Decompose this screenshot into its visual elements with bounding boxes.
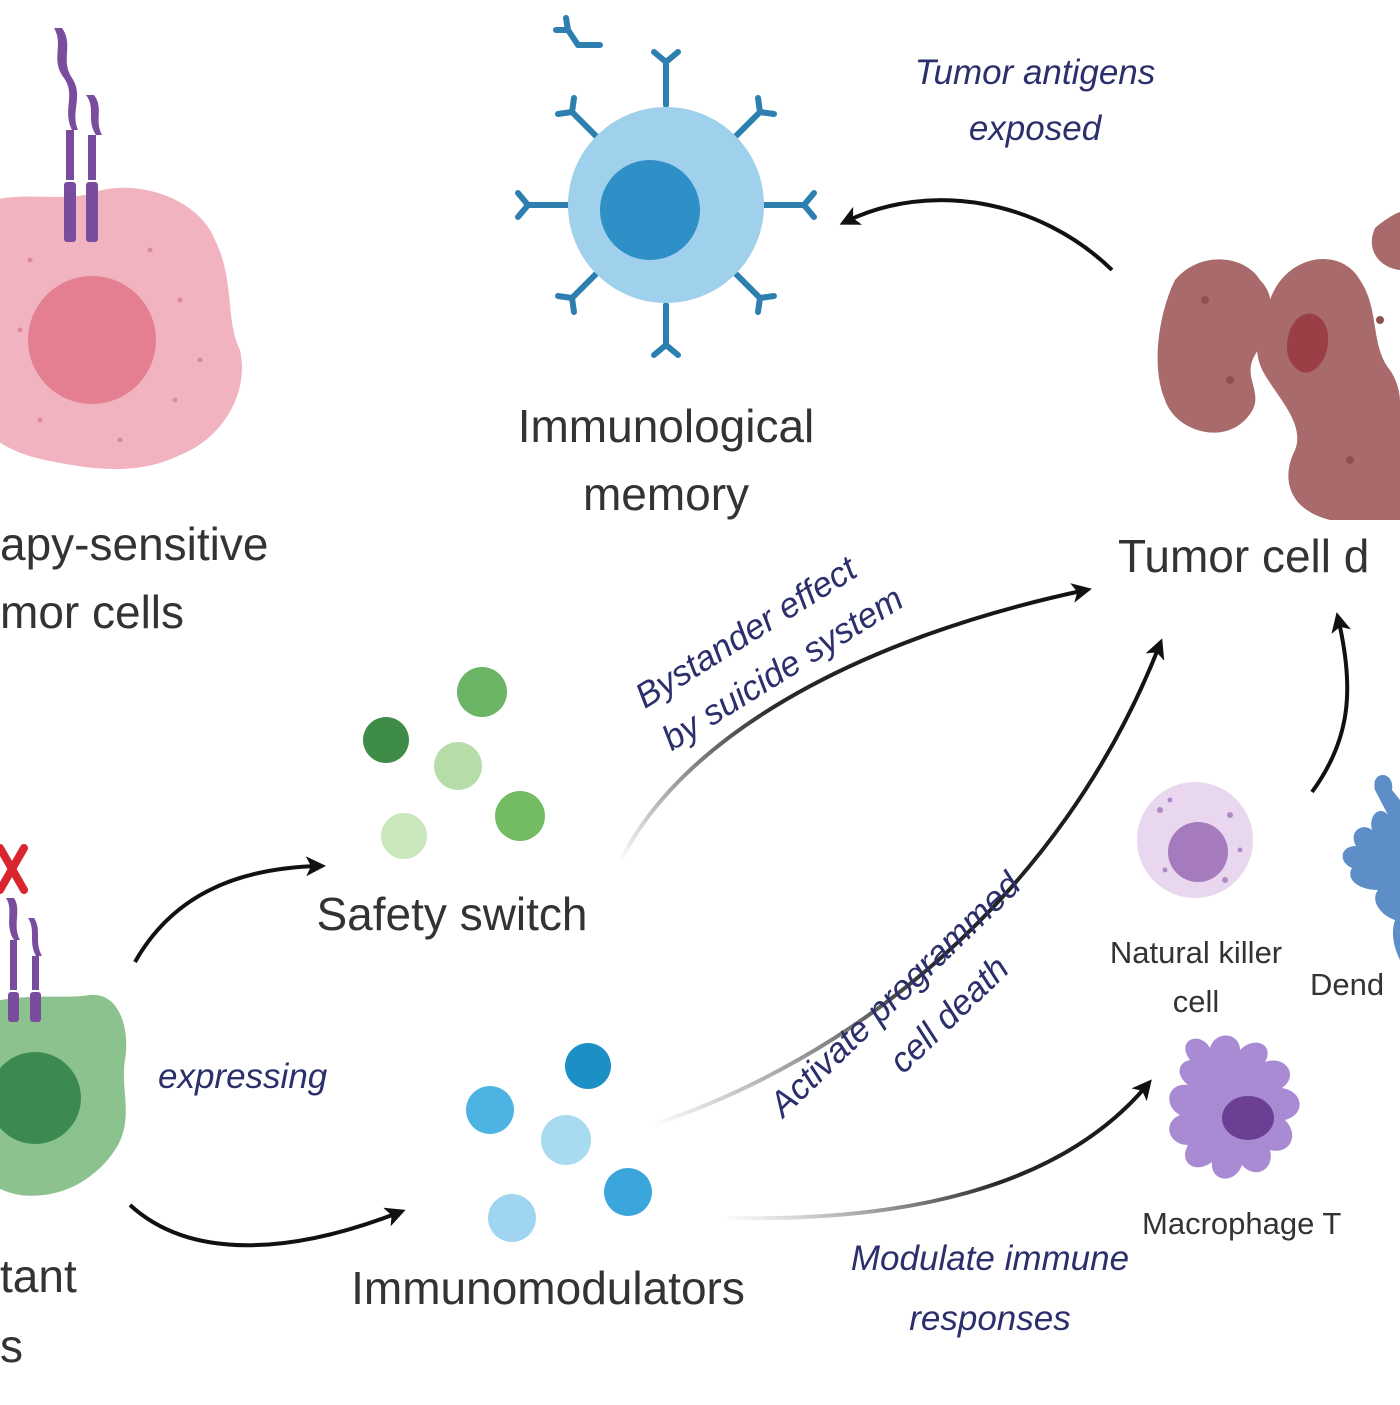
safety-switch-molecules: [363, 667, 545, 859]
receptor-icon: [6, 898, 42, 1022]
arrow-to-safety-switch: [133, 856, 326, 963]
tumor-antigens-label-line1: Tumor antigens: [915, 53, 1156, 92]
sensitive-label-line2: mor cells: [0, 586, 184, 638]
immunomodulator-molecules: [466, 1043, 652, 1242]
arrow-immune-to-tumor: [1310, 612, 1351, 794]
arrow-activate-cell-death: [651, 638, 1165, 1127]
immunomodulators-label: Immunomodulators: [351, 1262, 745, 1314]
dendritic-cell: [1342, 775, 1400, 960]
arrow-modulate-immune: [724, 1079, 1152, 1221]
tumor-antigens-label-line2: exposed: [969, 109, 1103, 148]
blocked-x-icon: [0, 844, 28, 894]
resistant-tumor-cell: [0, 994, 127, 1196]
modulate-label-line1: Modulate immune: [851, 1239, 1129, 1278]
memory-label-line2: memory: [583, 468, 749, 520]
sensitive-label-line1: apy-sensitive: [0, 518, 268, 570]
arrow-to-immunomodulators: [128, 1203, 406, 1248]
arrow-bystander-effect: [618, 583, 1092, 863]
modulate-label-line2: responses: [909, 1299, 1070, 1338]
sensitive-tumor-cell: [0, 187, 242, 469]
dying-tumor-cell: [1157, 212, 1400, 520]
resistant-label-line1: tant: [0, 1250, 77, 1302]
receptor-icon: [54, 28, 102, 242]
dendritic-label: Dend: [1310, 967, 1384, 1002]
macrophage-cell: [1169, 1035, 1300, 1179]
macrophage-label: Macrophage T: [1142, 1206, 1341, 1241]
tumor-death-label: Tumor cell d: [1118, 530, 1369, 582]
nk-label-line1: Natural killer: [1110, 935, 1282, 970]
memory-b-cell: [515, 15, 817, 358]
nk-label-line2: cell: [1173, 984, 1220, 1019]
memory-label-line1: Immunological: [518, 400, 815, 452]
expressing-label: expressing: [158, 1057, 328, 1096]
safety-switch-label: Safety switch: [317, 888, 588, 940]
natural-killer-cell: [1137, 782, 1253, 898]
arrow-tumor-to-memory: [839, 198, 1114, 272]
resistant-label-line2: s: [0, 1320, 23, 1372]
